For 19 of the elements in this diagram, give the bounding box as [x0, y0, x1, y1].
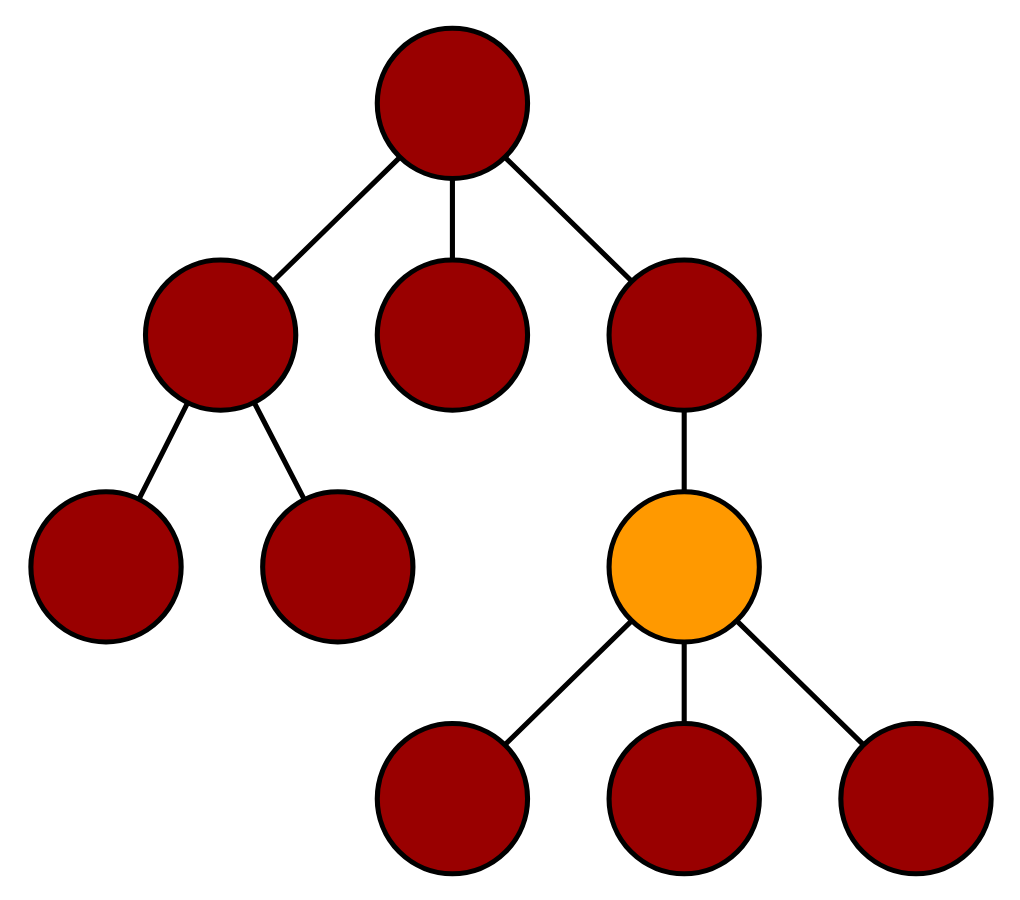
connector: [448, 177, 454, 259]
connector: [680, 641, 686, 723]
node-circle: [27, 488, 183, 644]
node-circle: [837, 720, 993, 876]
node-circle: [605, 720, 761, 876]
connector: [135, 401, 189, 500]
node-circle: [259, 488, 415, 644]
node-circle: [373, 720, 530, 876]
connector: [680, 409, 686, 491]
connector: [502, 618, 633, 745]
node-circle: [373, 24, 530, 180]
connector: [734, 618, 864, 745]
connector: [502, 154, 632, 282]
node-circle: [373, 256, 530, 412]
connector: [271, 154, 401, 282]
connector: [251, 401, 306, 500]
node-circle: [605, 488, 761, 644]
node-circle: [605, 256, 761, 412]
node-circle: [141, 256, 298, 412]
